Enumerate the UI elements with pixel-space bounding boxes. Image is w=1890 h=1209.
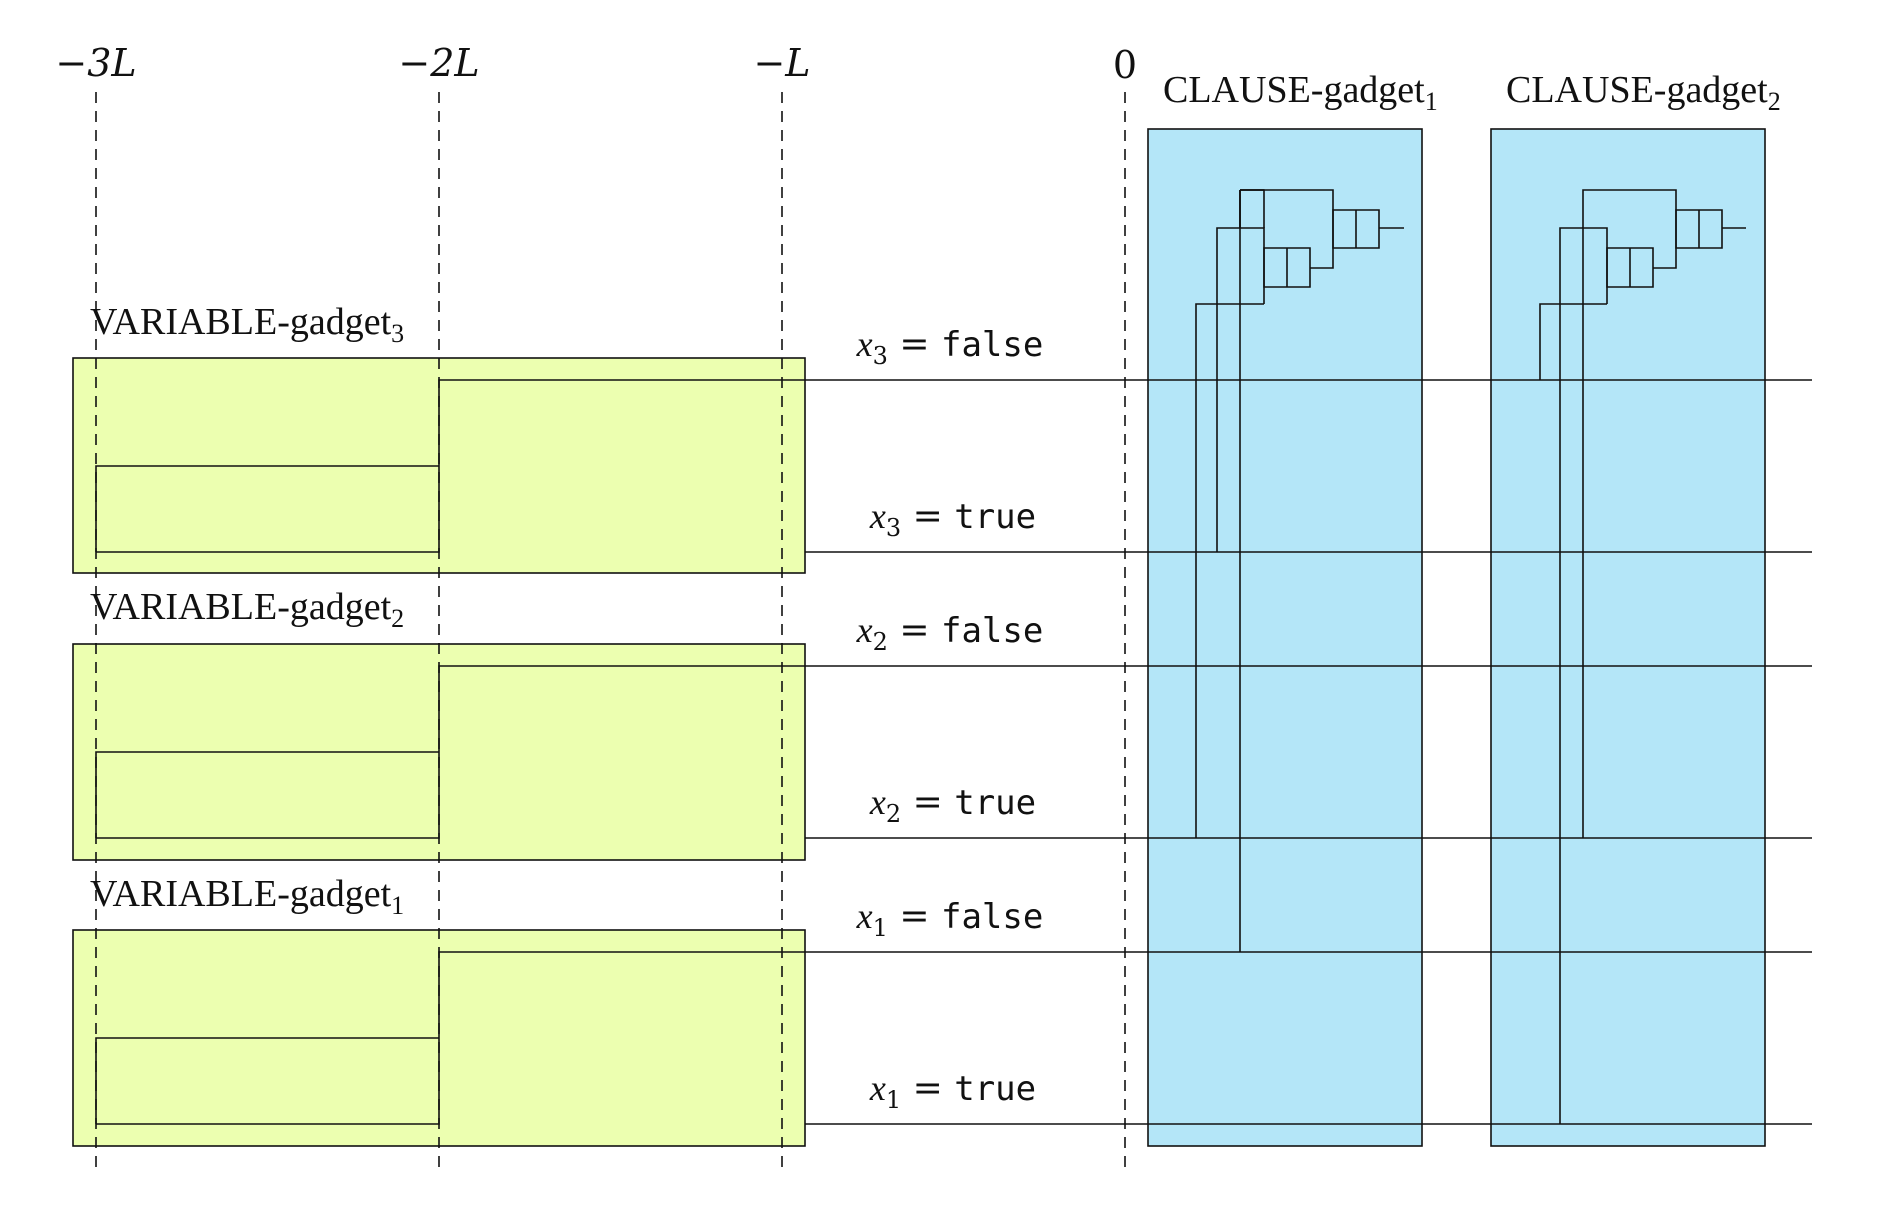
clause-gadget-boxes (1147, 128, 1766, 1147)
clause-1-gate-lower (1263, 247, 1311, 288)
variable-gadget-3-wiring (95, 379, 805, 553)
variable-gadget-2-wiring (95, 665, 805, 839)
clause-1-gate-lower-out (1310, 248, 1334, 269)
axis-label-minus-3L: −3L (55, 41, 136, 85)
axis-label-minus-L: −L (753, 41, 810, 85)
wire-label-x1-false: x1 = false (856, 896, 1044, 942)
clause-gadget-1-circuit (1195, 189, 1404, 952)
wire-label-x2-true: x2 = true (869, 782, 1036, 828)
clause-gadget-2-circuit (1539, 189, 1746, 1124)
clause-1-gate-upper (1332, 209, 1380, 249)
clause-gadget-2-box (1490, 128, 1766, 1147)
gadget-titles: VARIABLE-gadget3 VARIABLE-gadget2 VARIAB… (90, 69, 1781, 920)
clause-1-tap-a (1195, 303, 1264, 838)
axis-label-minus-2L: −2L (398, 41, 479, 85)
wire-label-x3-true: x3 = true (869, 496, 1036, 542)
assignment-wires (805, 379, 1812, 1125)
clause-2-tap-a (1539, 303, 1607, 380)
variable-gadget-1-wiring (95, 951, 805, 1125)
clause-2-gate-lower (1606, 247, 1654, 288)
clause-2-gate-lower-out (1653, 248, 1677, 269)
variable-gadget-wiring (95, 379, 805, 1125)
wire-label-x1-true: x1 = true (869, 1068, 1036, 1114)
clause-2-tap-c (1559, 227, 1583, 1124)
clause-2-gate-upper (1675, 209, 1723, 249)
clause-gadget-1-title: CLAUSE-gadget1 (1163, 69, 1438, 116)
axis-label-zero: 0 (1113, 43, 1137, 87)
clause-gadget-1-box (1147, 128, 1423, 1147)
clause-gadget-2-title: CLAUSE-gadget2 (1506, 69, 1781, 116)
variable-gadget-2-title: VARIABLE-gadget2 (90, 586, 404, 633)
wire-labels: x3 = false x3 = true x2 = false x2 = tru… (856, 324, 1044, 1114)
variable-gadget-3-title: VARIABLE-gadget3 (90, 301, 404, 348)
axis-labels: −3L −2L −L 0 (55, 41, 1137, 87)
wire-label-x3-false: x3 = false (856, 324, 1044, 370)
wire-label-x2-false: x2 = false (856, 610, 1044, 656)
variable-gadget-1-title: VARIABLE-gadget1 (90, 873, 404, 920)
